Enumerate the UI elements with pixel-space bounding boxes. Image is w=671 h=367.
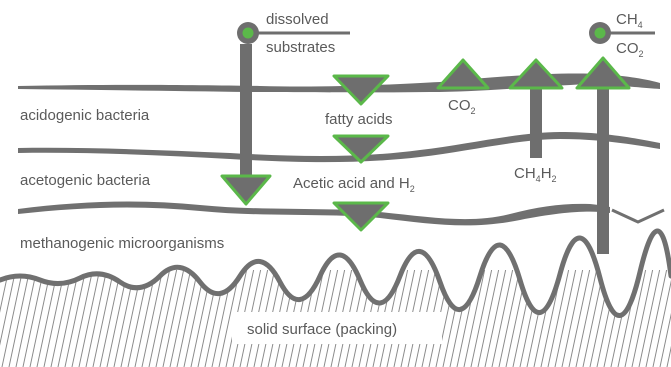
substrate-flow-arrowhead (220, 174, 272, 206)
surface-edge (0, 228, 671, 318)
label-methanogenic: methanogenic microorganisms (20, 235, 224, 252)
gas-sink-dot (594, 27, 606, 39)
band-acidogenic (18, 73, 660, 93)
fatty-acids-arrow (332, 74, 390, 106)
ch4-h2-shaft (530, 84, 542, 158)
ch4-h2-label: CH4H2 (514, 165, 557, 184)
band-methanogenic-tail (611, 208, 665, 224)
methanogen-input-arrow (332, 201, 390, 232)
band-acetogenic (18, 132, 660, 163)
co2-release-arrow (436, 58, 490, 90)
top-co2-label: CO2 (616, 40, 644, 59)
label-acetogenic: acetogenic bacteria (20, 172, 151, 189)
substrates-line2: substrates (266, 39, 335, 56)
top-ch4-label: CH4 (616, 11, 643, 30)
substrates-line1: dissolved (266, 11, 329, 28)
gas-release-shaft (597, 84, 609, 254)
band-methanogenic (18, 201, 610, 226)
substrate-source-dot (242, 27, 254, 39)
fatty-acids-label: fatty acids (325, 111, 393, 128)
acetic-acid-arrow (332, 134, 390, 164)
substrate-flow-shaft (240, 44, 252, 182)
label-acidogenic: acidogenic bacteria (20, 107, 150, 124)
surface-label: solid surface (packing) (247, 321, 397, 338)
gas-release-arrowhead (575, 56, 631, 90)
acetic-acid-label: Acetic acid and H2 (293, 175, 415, 194)
ch4-h2-arrowhead (508, 58, 564, 90)
surface-label-bg (232, 312, 442, 344)
co2-label: CO2 (448, 97, 476, 116)
